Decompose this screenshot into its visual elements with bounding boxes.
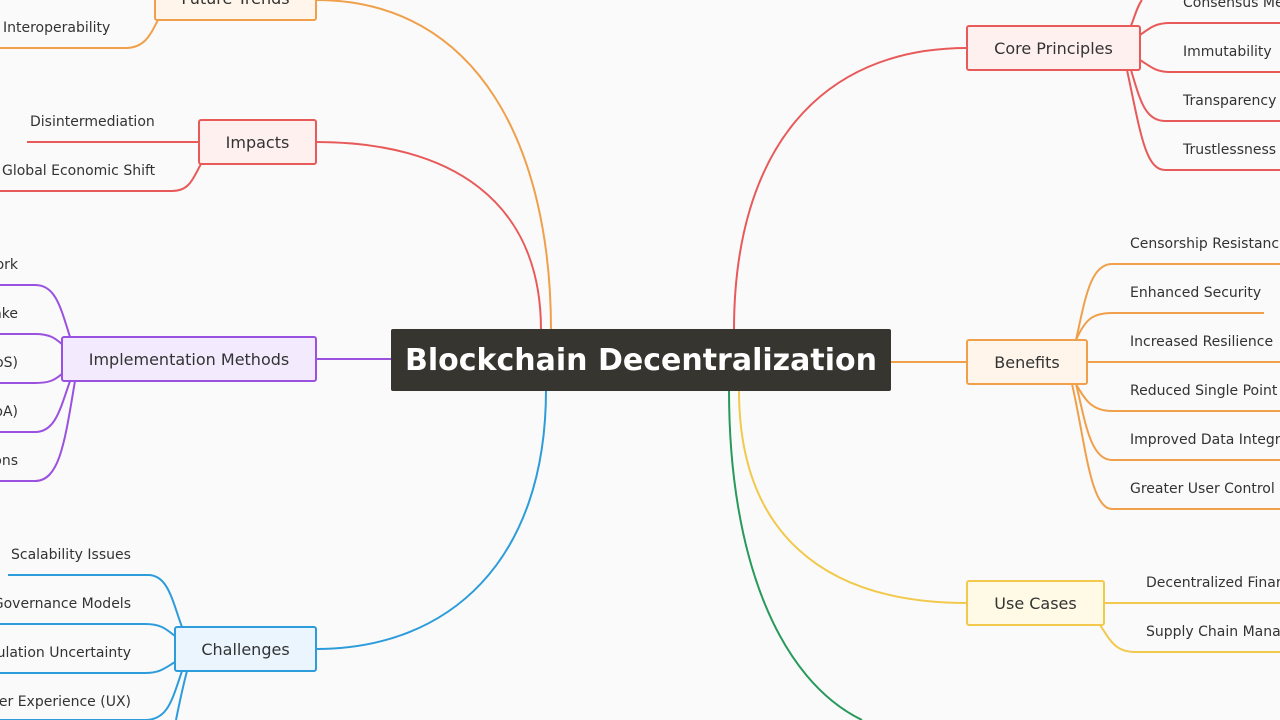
leaf-censorship-resistance[interactable]: Censorship Resistanc xyxy=(1130,236,1280,252)
leaf-supply-chain[interactable]: Supply Chain Mana xyxy=(1146,624,1280,640)
leaf-transparency[interactable]: Transparency xyxy=(1183,93,1277,109)
leaf-implementation-4[interactable]: oA) xyxy=(0,404,18,420)
node-use-cases[interactable]: Use Cases xyxy=(966,580,1105,626)
leaf-consensus[interactable]: Consensus Me xyxy=(1183,0,1280,11)
leaf-greater-user-control[interactable]: Greater User Control xyxy=(1130,481,1275,497)
leaf-implementation-1[interactable]: ork xyxy=(0,257,18,273)
leaf-global-economic-shift[interactable]: Global Economic Shift xyxy=(2,163,156,179)
leaf-regulation-uncertainty[interactable]: ulation Uncertainty xyxy=(0,645,131,661)
leaf-governance-models[interactable]: Governance Models xyxy=(0,596,131,612)
node-core-principles[interactable]: Core Principles xyxy=(966,25,1141,71)
leaf-reduced-single-point[interactable]: Reduced Single Point xyxy=(1130,383,1278,399)
leaf-implementation-2[interactable]: ake xyxy=(0,306,18,322)
leaf-increased-resilience[interactable]: Increased Resilience xyxy=(1130,334,1274,350)
leaf-scalability-issues[interactable]: Scalability Issues xyxy=(11,547,131,563)
node-impacts[interactable]: Impacts xyxy=(198,119,317,165)
leaf-implementation-5[interactable]: ons xyxy=(0,453,18,469)
leaf-user-experience[interactable]: er Experience (UX) xyxy=(0,694,131,710)
node-future-trends[interactable]: Future Trends xyxy=(154,0,317,21)
leaf-decentralized-finance[interactable]: Decentralized Finar xyxy=(1146,575,1280,591)
node-challenges[interactable]: Challenges xyxy=(174,626,317,672)
root-node[interactable]: Blockchain Decentralization xyxy=(391,329,891,391)
leaf-disintermediation[interactable]: Disintermediation xyxy=(30,114,155,130)
leaf-immutability[interactable]: Immutability xyxy=(1183,44,1272,60)
leaf-improved-data-integrity[interactable]: Improved Data Integr xyxy=(1130,432,1280,448)
leaf-interoperability[interactable]: Interoperability xyxy=(3,20,111,36)
leaf-implementation-3[interactable]: oS) xyxy=(0,355,18,371)
leaf-trustlessness[interactable]: Trustlessness xyxy=(1183,142,1277,158)
node-benefits[interactable]: Benefits xyxy=(966,339,1088,385)
leaf-enhanced-security[interactable]: Enhanced Security xyxy=(1130,285,1262,301)
node-implementation-methods[interactable]: Implementation Methods xyxy=(61,336,317,382)
